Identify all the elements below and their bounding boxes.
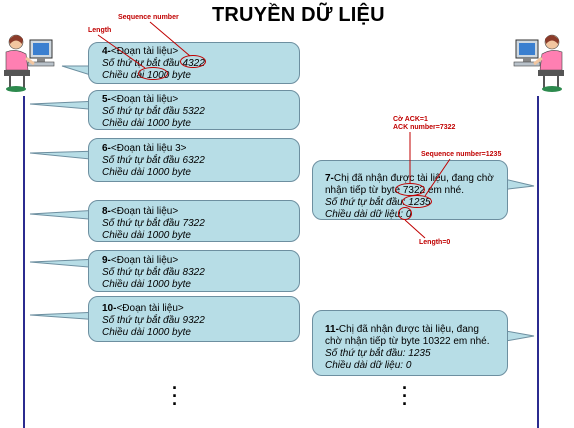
ack-number-label: ACK number=7322 [393,124,456,131]
ack-bubble-11: 11-Chị đã nhận được tài liệu, đang chờ n… [312,310,508,376]
ack-highlight-ring [395,183,425,196]
person-at-computer-icon [513,34,564,92]
length-zero-label: Length=0 [419,239,451,246]
continuation-dots-left: ··· [172,378,178,414]
receiver-timeline [537,96,539,428]
sender-timeline [23,96,25,428]
len-highlight-ring [138,67,168,80]
message-bubble-10: 10-<Đoạn tài liệu> Số thứ tự bắt đầu 932… [88,296,300,342]
continuation-dots-right: ··· [402,378,408,414]
len-zero-highlight-ring [398,207,412,220]
ack-flag-label: Cờ ACK=1 [393,116,428,123]
message-bubble-9: 9-<Đoạn tài liệu> Số thứ tự bắt đầu 8322… [88,250,300,292]
seq-ack-highlight-ring [402,195,432,208]
page-title: TRUYỀN DỮ LIỆU [212,4,385,26]
message-bubble-5: 5-<Đoạn tài liệu> Số thứ tự bắt đầu 5322… [88,90,300,130]
sequence-number-ack-label: Sequence number=1235 [421,151,502,158]
person-at-computer-icon [4,34,55,92]
sequence-number-label: Sequence number [118,14,179,21]
seq-highlight-ring [180,55,206,68]
length-label: Length [88,27,112,34]
message-bubble-8: 8-<Đoạn tài liệu> Số thứ tự bắt đầu 7322… [88,200,300,242]
message-bubble-6: 6-<Đoạn tài liệu 3> Số thứ tự bắt đầu 63… [88,138,300,182]
